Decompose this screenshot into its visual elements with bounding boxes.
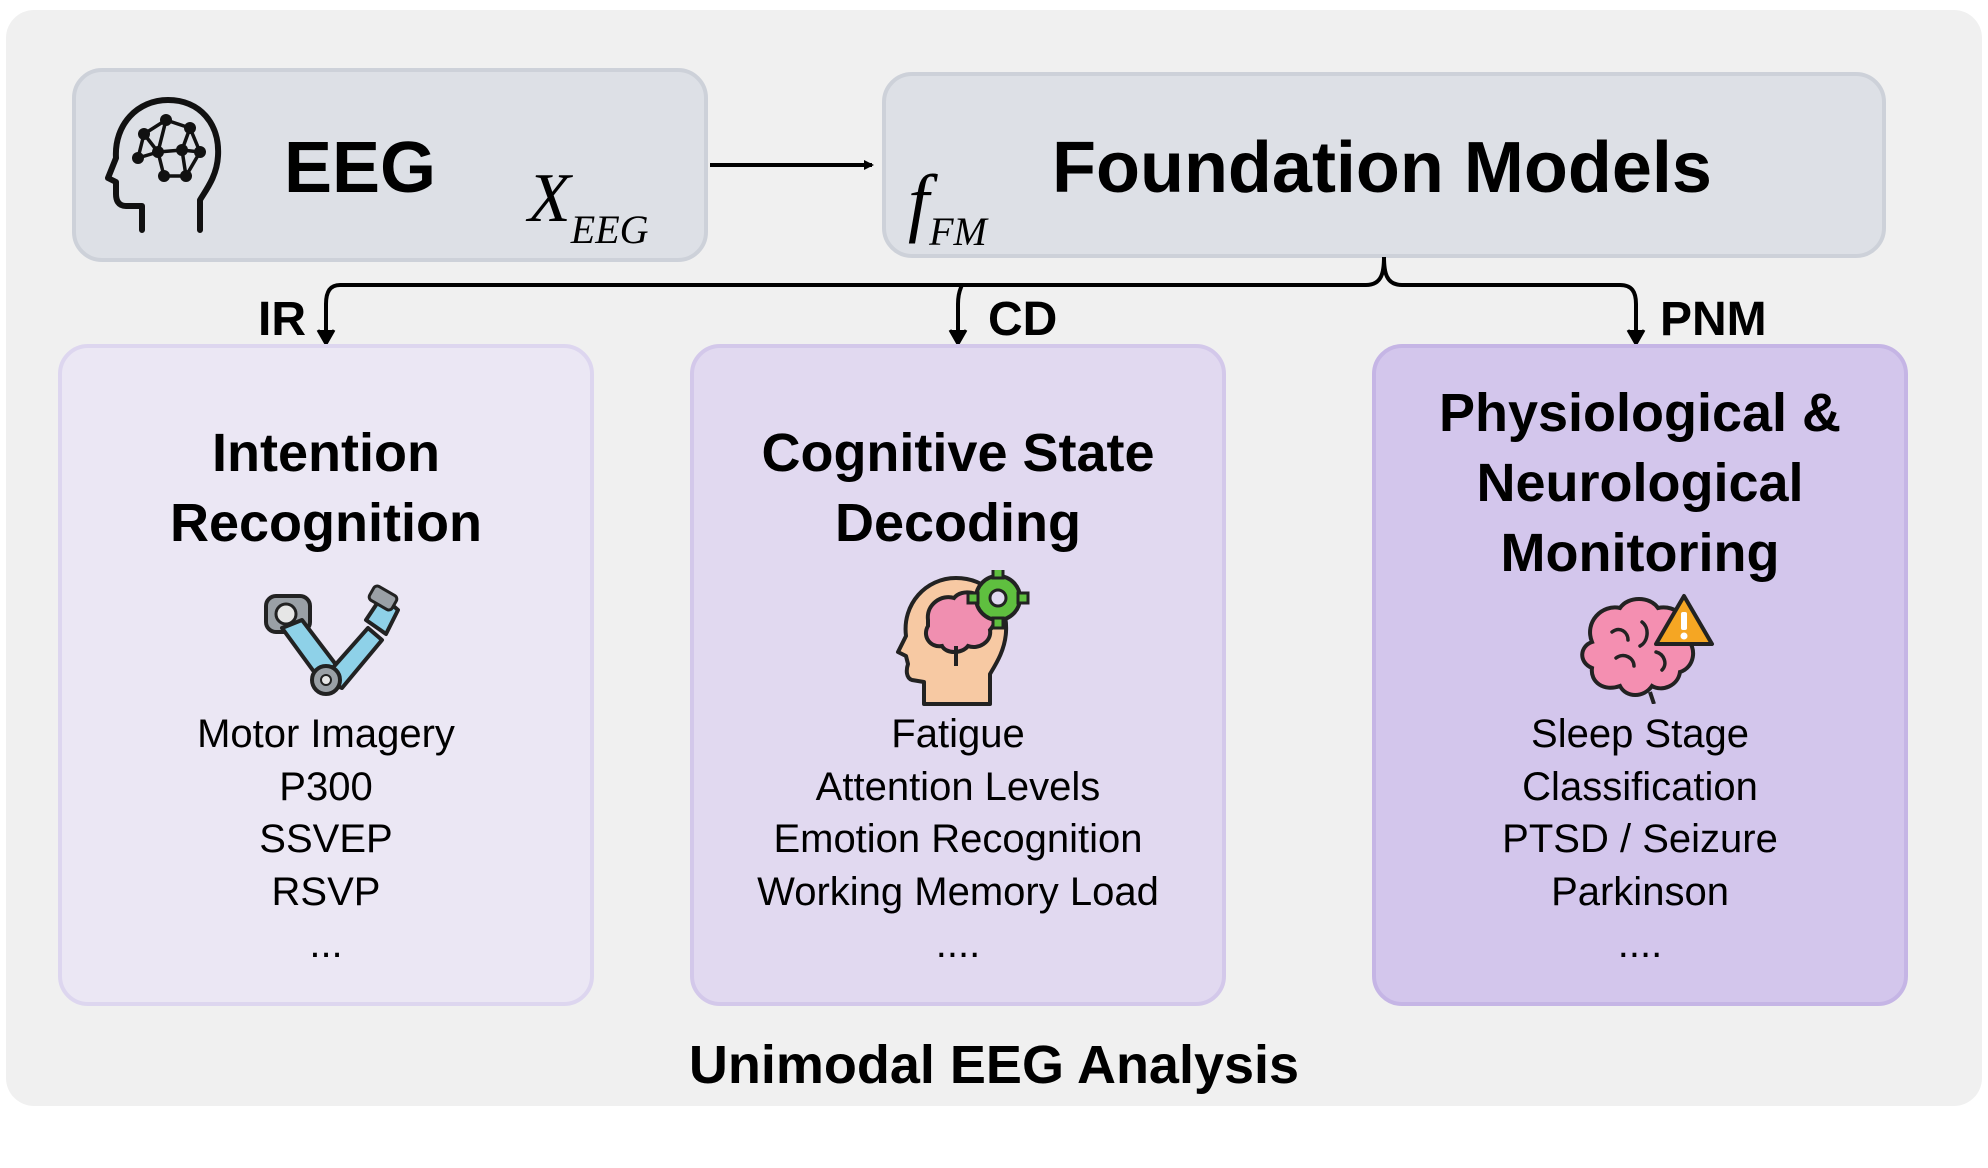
arrow-pnm [1626,329,1646,348]
list-item: Attention Levels [815,764,1101,809]
list-item: ... [309,922,343,966]
eeg-label: EEG [284,128,437,208]
brain-head-icon [105,97,222,233]
eeg-variable-subscript: EEG [570,207,649,252]
diagram-caption: Unimodal EEG Analysis [688,1035,1300,1095]
panel-items: Fatigue Attention Levels Emotion Recogni… [694,708,1222,971]
brain-warning-icon [1580,594,1714,704]
list-item: P300 [279,764,373,809]
robotic-arm-icon [264,584,400,696]
eeg-variable-symbol: X [528,160,571,237]
list-item: Motor Imagery [197,712,455,756]
arrow-cd [948,329,968,348]
list-item: Working Memory Load [757,869,1159,914]
list-item: Sleep Stage [1531,712,1749,756]
branch-label-pnm: PNM [1660,293,1767,346]
brace-connector [324,256,1638,336]
foundation-models-box: fFM Foundation Models [882,72,1886,258]
fm-function-symbol: f [908,160,930,244]
list-item: Emotion Recognition [773,817,1143,861]
foundation-models-label: Foundation Models [1052,128,1712,208]
panel-title: Intention Recognition [170,423,482,553]
list-item: Classification [1522,764,1758,809]
eeg-variable: XEEG [528,164,649,250]
list-item: Fatigue [891,712,1025,756]
panel-title: Cognitive State Decoding [761,423,1155,553]
head-brain-gear-icon [896,570,1030,706]
arrow-ir [316,329,336,348]
panel-intention-recognition: Intention Recognition Motor Imagery P300… [58,344,594,1006]
list-item: .... [1617,922,1663,966]
list-item: Parkinson [1551,869,1729,914]
list-item: .... [935,922,981,966]
list-item: PTSD / Seizure [1502,817,1778,861]
panel-items: Sleep Stage Classification PTSD / Seizur… [1376,708,1904,971]
panel-cognitive-state-decoding: Cognitive State Decoding Fatigue Attenti… [690,344,1226,1006]
eeg-input-box: EEG XEEG [72,68,708,262]
panel-physiological-neurological-monitoring: Physiological & Neurological Monitoring … [1372,344,1908,1006]
panel-items: Motor Imagery P300 SSVEP RSVP ... [62,708,590,971]
panel-title: Physiological & Neurological Monitoring [1438,383,1842,583]
list-item: SSVEP [259,817,393,861]
fm-function-subscript: FM [929,209,987,254]
fm-function: fFM [908,164,987,252]
branch-label-ir: IR [258,293,306,346]
branch-label-cd: CD [988,293,1058,346]
list-item: RSVP [271,869,381,914]
